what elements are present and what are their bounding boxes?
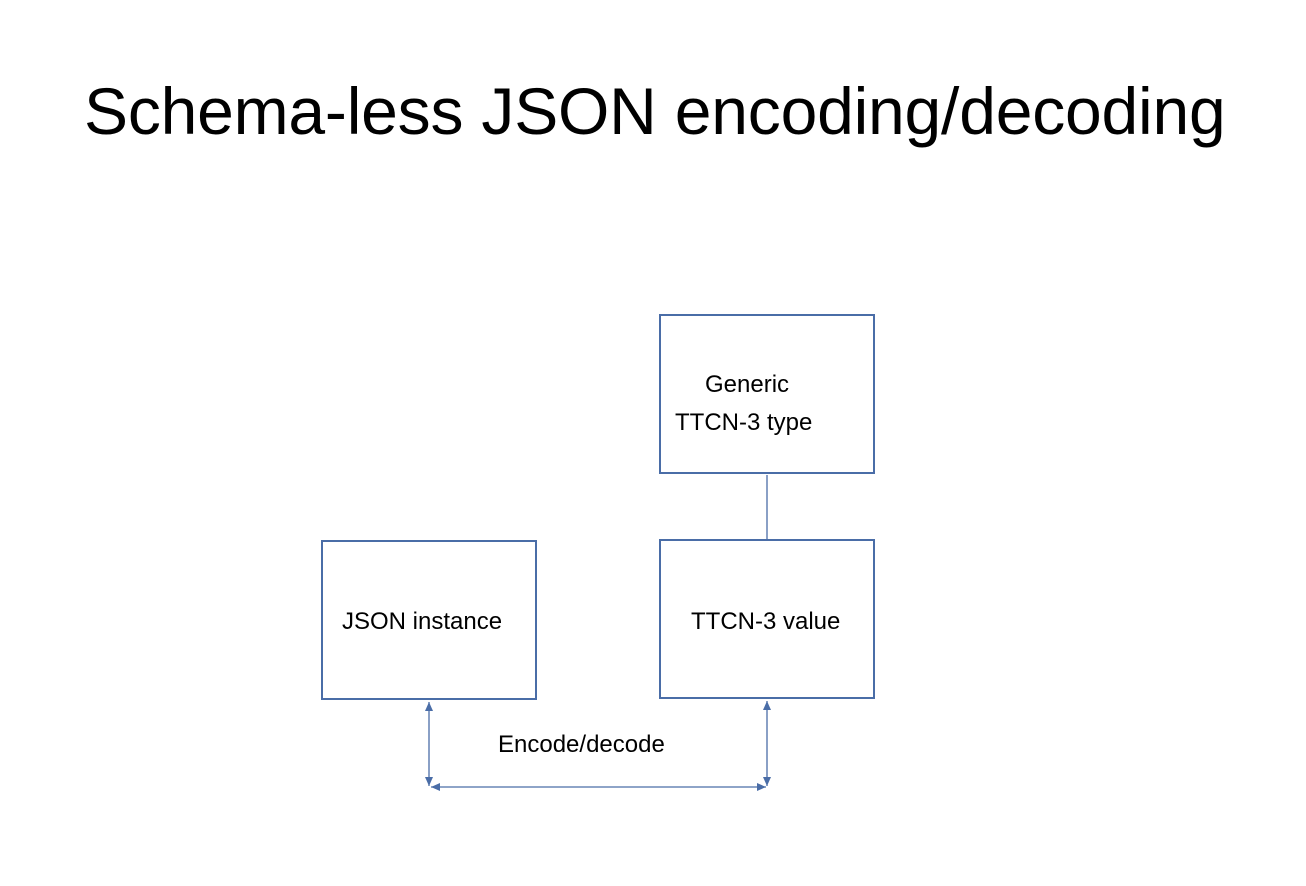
ttcn3-value-label: TTCN-3 value [691, 608, 841, 635]
json-instance-label: JSON instance [342, 608, 503, 635]
encode-decode-label: Encode/decode [498, 731, 665, 758]
ttcn3-value-box: TTCN-3 value [659, 539, 875, 699]
slide-title: Schema-less JSON encoding/decoding [84, 74, 1226, 148]
generic-ttcn3-type-box: Generic TTCN-3 type [659, 314, 875, 474]
json-instance-box: JSON instance [321, 540, 537, 700]
generic-type-label-line2: TTCN-3 type [675, 409, 813, 436]
generic-type-label-line1: Generic [705, 371, 790, 398]
